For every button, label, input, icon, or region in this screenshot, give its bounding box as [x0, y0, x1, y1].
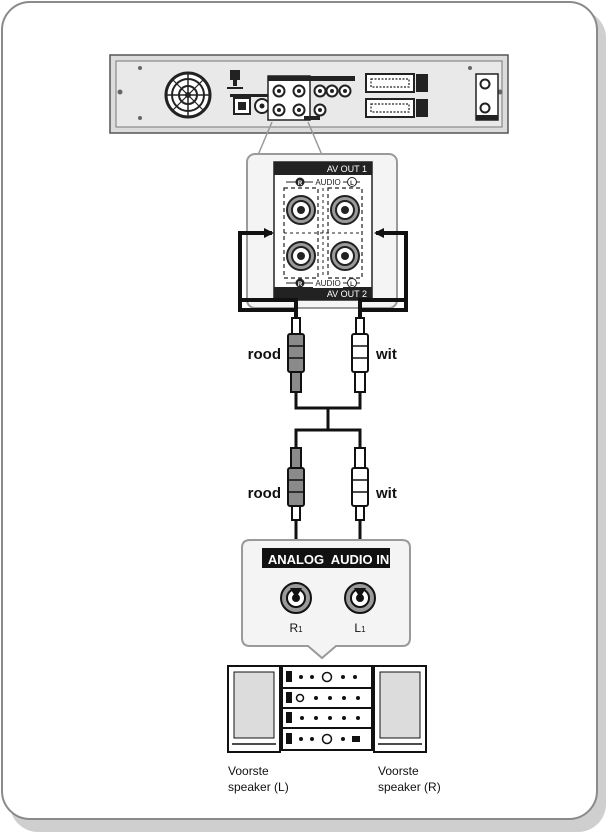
ground-terminal-icon	[227, 70, 243, 89]
analog-header-label: ANALOG	[268, 552, 324, 567]
right-speaker-icon	[373, 665, 427, 753]
lower-left-plug-label: rood	[248, 485, 281, 502]
rca-jack-icon	[286, 241, 316, 271]
dvd-recorder-rear	[109, 54, 509, 134]
rca-plug-icon	[351, 447, 369, 521]
amplifier-stack-icon	[281, 665, 373, 751]
rca-jack-icon	[330, 241, 360, 271]
input-r-label: R1	[289, 621, 303, 635]
r-top-label: R	[298, 181, 303, 187]
audio-top-label: AUDIO	[315, 178, 340, 187]
l-bottom-label: L	[350, 282, 354, 288]
rca-plug-icon	[287, 317, 305, 393]
scart-connector-icon	[365, 73, 428, 118]
upper-right-plug-label: wit	[375, 346, 397, 363]
lower-right-plug-label: wit	[375, 485, 397, 502]
analog-audio-in-panel: ANALOG AUDIO IN R1 L1	[241, 539, 411, 660]
av-out-2-label: AV OUT 2	[327, 289, 367, 299]
av-out-1-label: AV OUT 1	[327, 164, 367, 174]
audio-in-header-label: AUDIO IN	[331, 552, 390, 567]
rca-jack-icon	[286, 195, 316, 225]
callout-line	[307, 121, 323, 156]
antenna-ports	[475, 73, 499, 121]
input-l-label: L1	[354, 621, 366, 635]
r-bottom-label: R	[298, 282, 303, 288]
rca-jack-icon	[330, 195, 360, 225]
frame	[1, 1, 598, 820]
left-speaker-icon	[227, 665, 281, 753]
fan-grille-icon	[164, 71, 212, 119]
callout-line	[257, 121, 273, 156]
l-top-label: L	[350, 181, 354, 187]
upper-left-plug-label: rood	[248, 346, 281, 363]
rca-plug-icon	[287, 447, 305, 521]
rca-plug-icon	[351, 317, 369, 393]
left-speaker-label: Voorste speaker (L)	[228, 764, 289, 794]
av-out-panel: AV OUT 1 AV OUT 2 AUDIO R L AUDIO R L	[246, 153, 398, 309]
audio-bottom-label: AUDIO	[315, 279, 340, 288]
right-speaker-label: Voorste speaker (R)	[378, 764, 441, 794]
stereo-system	[227, 665, 427, 753]
